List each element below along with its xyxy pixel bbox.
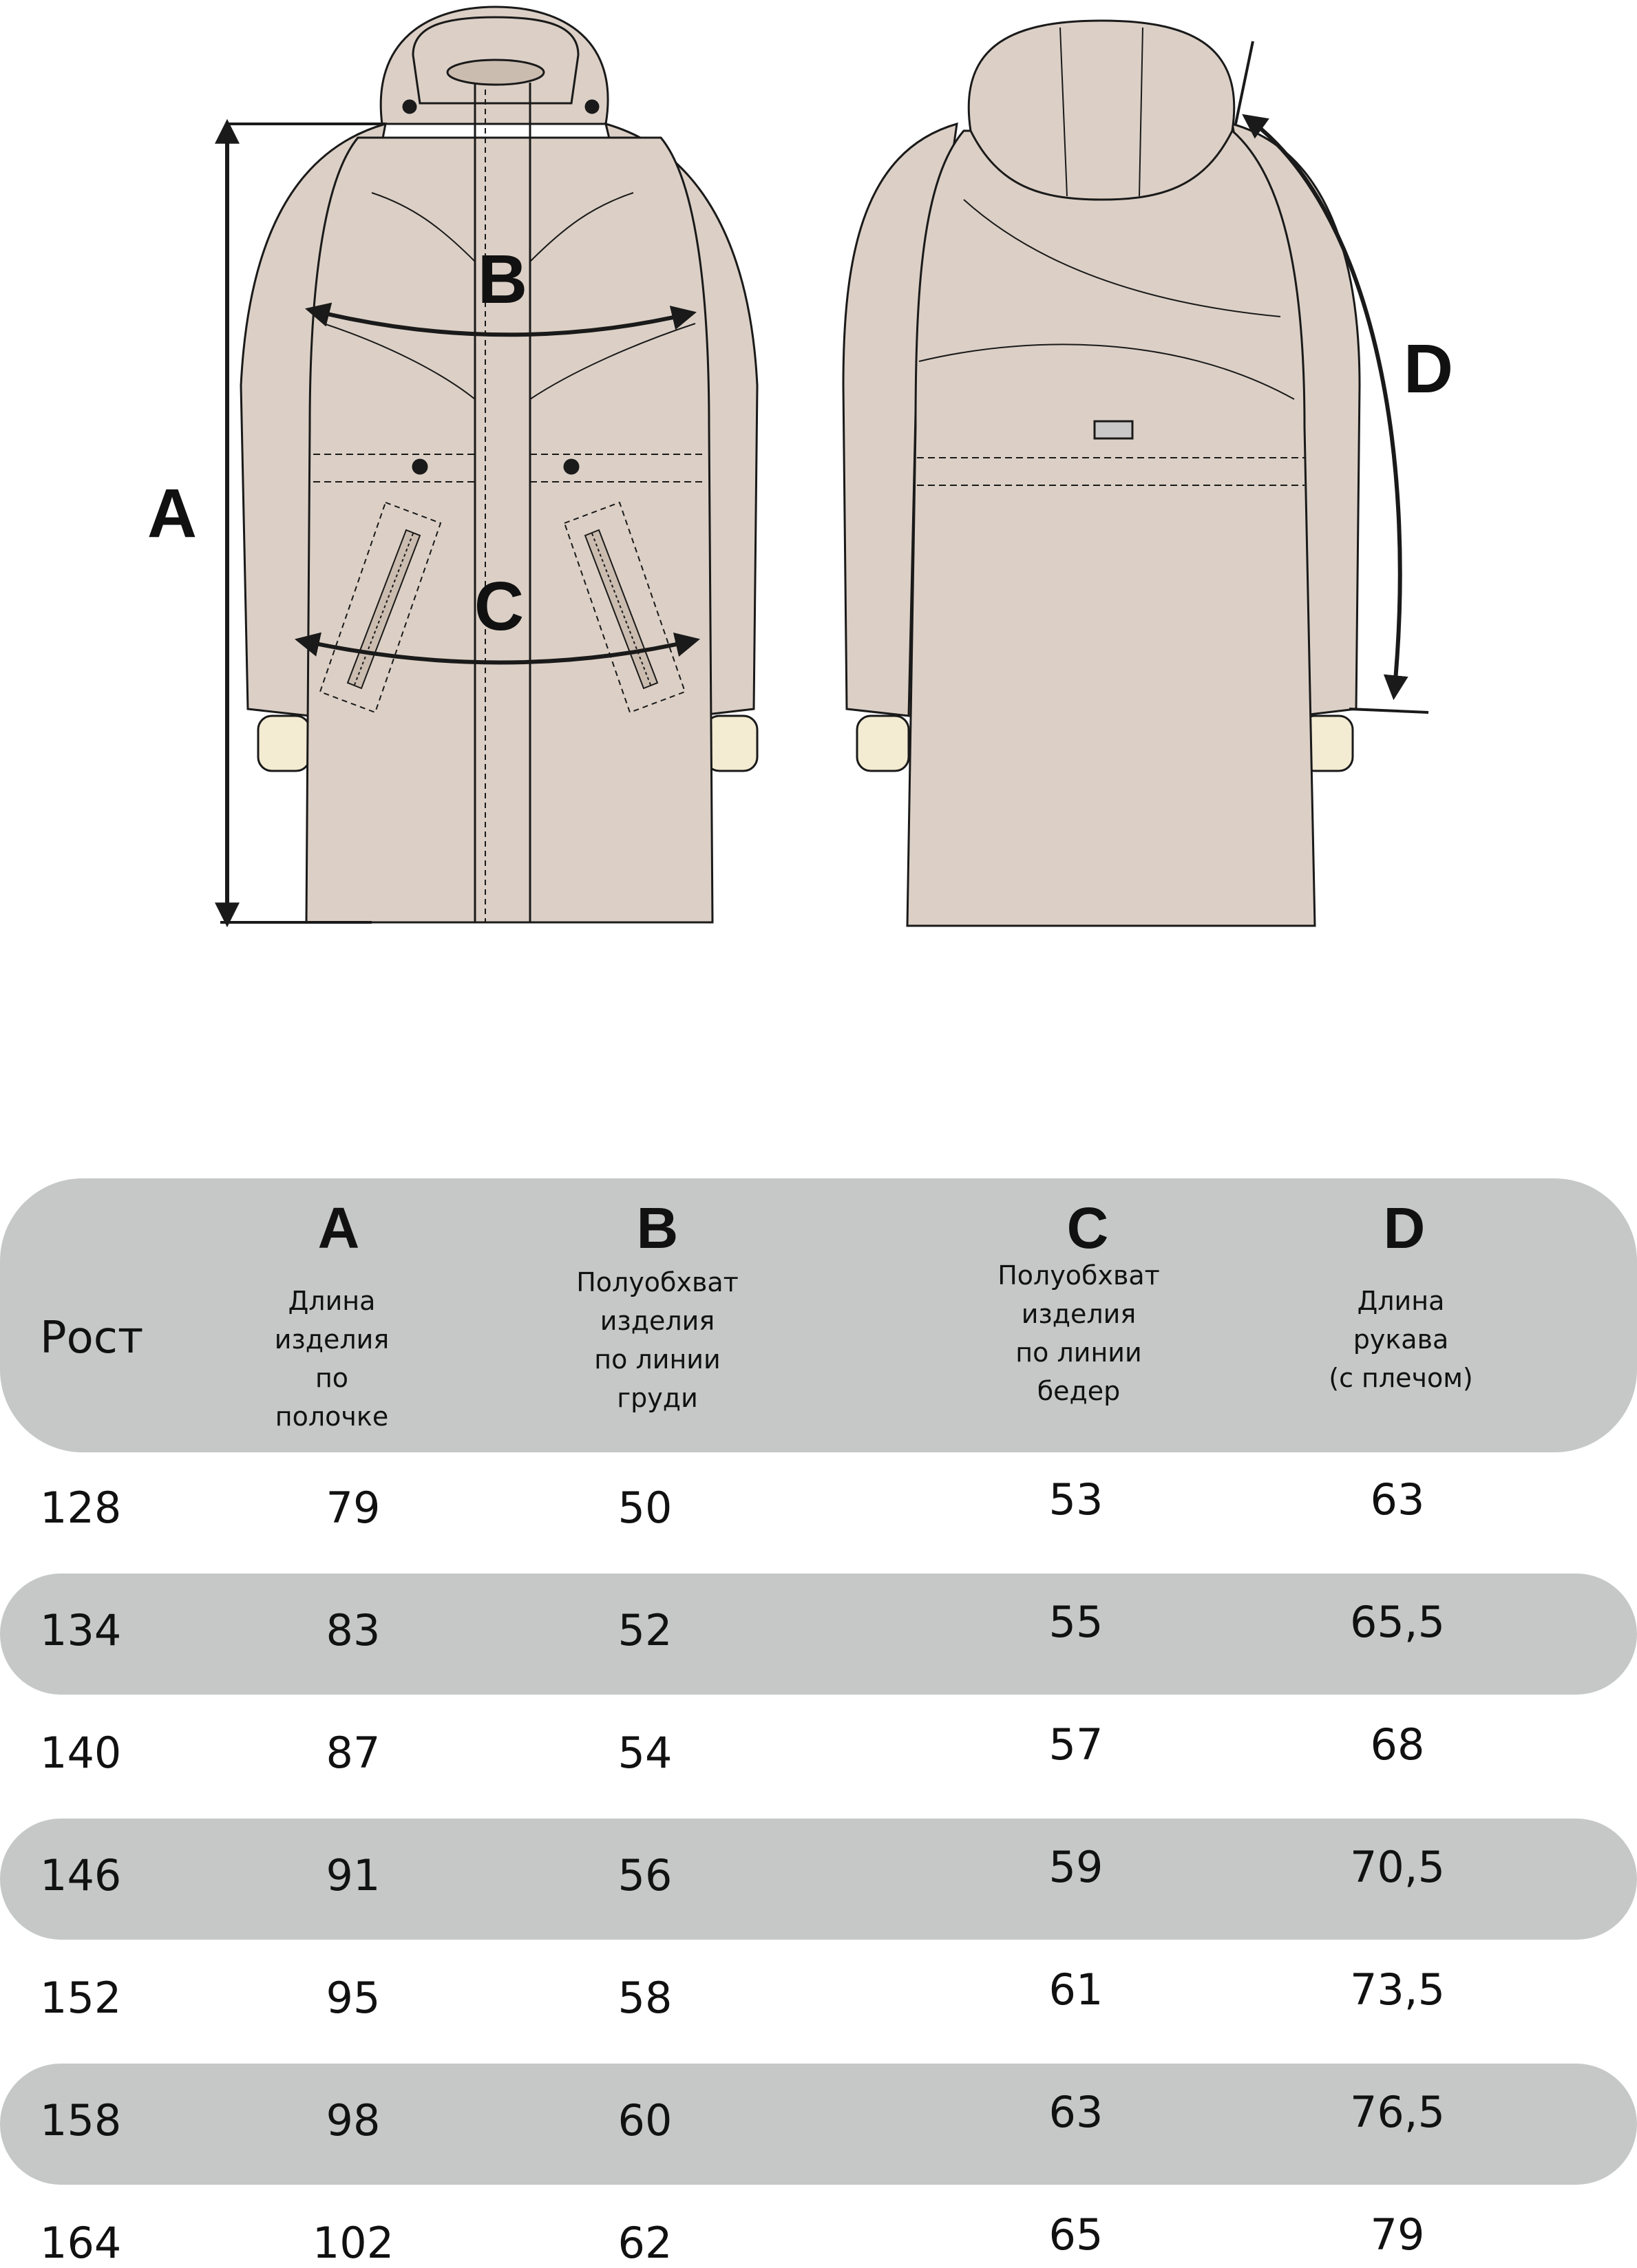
cell-value: 79 xyxy=(326,1483,381,1533)
back-left-cuff xyxy=(856,714,910,772)
cell-height: 158 xyxy=(40,2095,122,2145)
row-band xyxy=(0,1573,1637,1695)
left-cuff xyxy=(257,714,311,772)
measurement-d: D xyxy=(1234,41,1453,714)
right-cuff xyxy=(704,714,759,772)
label-a: A xyxy=(147,475,197,552)
label-c: C xyxy=(474,568,524,645)
cell-height: 164 xyxy=(40,2218,122,2268)
size-table: Рост A Длина изделия по полочке B Полуоб… xyxy=(0,1170,1637,2268)
back-patch xyxy=(1093,420,1134,440)
header-col-b-desc: Полуобхват изделия по линии груди xyxy=(576,1267,739,1413)
label-b: B xyxy=(478,241,527,318)
measurement-c: C xyxy=(294,568,701,665)
header-col-a-desc: Длина изделия по полочке xyxy=(274,1286,390,1432)
cell-value: 59 xyxy=(1048,1842,1103,1892)
cell-value: 65,5 xyxy=(1349,1597,1446,1647)
cell-value: 91 xyxy=(326,1850,381,1900)
table-header xyxy=(0,1178,1637,1452)
cell-value: 76,5 xyxy=(1349,2087,1446,2137)
cell-value: 83 xyxy=(326,1605,381,1655)
measurement-a: A xyxy=(147,118,386,928)
row-band xyxy=(0,1819,1637,1940)
cell-value: 53 xyxy=(1048,1474,1103,1525)
cell-value: 50 xyxy=(617,1483,673,1533)
cell-value: 63 xyxy=(1370,1474,1425,1525)
right-toggle xyxy=(563,458,580,475)
cell-value: 58 xyxy=(617,1973,673,2023)
label-d: D xyxy=(1404,330,1453,407)
cell-value: 55 xyxy=(1048,1597,1103,1647)
coat-measurement-diagram: A B C D xyxy=(147,6,1453,928)
cell-value: 87 xyxy=(326,1728,381,1778)
cell-value: 95 xyxy=(326,1973,381,2023)
cell-height: 146 xyxy=(40,1850,122,1900)
cell-height: 140 xyxy=(40,1728,122,1778)
cell-value: 79 xyxy=(1370,2209,1425,2260)
left-toggle xyxy=(412,458,428,475)
cell-value: 56 xyxy=(617,1850,673,1900)
cell-value: 60 xyxy=(617,2095,673,2145)
cell-value: 98 xyxy=(326,2095,381,2145)
header-col-c-desc: Полуобхват изделия по линии бедер xyxy=(997,1260,1160,1406)
header-col-d-desc: Длина рукава (с плечом) xyxy=(1329,1286,1473,1393)
row-band xyxy=(0,2064,1637,2185)
cell-value: 70,5 xyxy=(1349,1842,1446,1892)
cell-value: 68 xyxy=(1370,1719,1425,1770)
cell-value: 54 xyxy=(617,1728,673,1778)
header-col-b-letter: B xyxy=(636,1196,679,1260)
cell-height: 152 xyxy=(40,1973,122,2023)
cell-value: 65 xyxy=(1048,2209,1103,2260)
cell-value: 62 xyxy=(617,2218,673,2268)
cell-value: 73,5 xyxy=(1349,1964,1446,2015)
header-col-d-letter: D xyxy=(1383,1196,1426,1260)
cell-value: 57 xyxy=(1048,1719,1103,1770)
cell-value: 61 xyxy=(1048,1964,1103,2015)
cell-value: 102 xyxy=(312,2218,394,2268)
header-col-c-letter: C xyxy=(1066,1196,1109,1260)
measurement-b: B xyxy=(305,241,697,337)
cell-height: 134 xyxy=(40,1605,122,1655)
header-height-label: Рост xyxy=(40,1313,144,1364)
coat-back-view xyxy=(842,19,1361,927)
cell-value: 52 xyxy=(617,1605,673,1655)
coat-front-view xyxy=(240,6,759,924)
cell-height: 128 xyxy=(40,1483,122,1533)
header-col-a-letter: A xyxy=(317,1196,360,1260)
cell-value: 63 xyxy=(1048,2087,1103,2137)
